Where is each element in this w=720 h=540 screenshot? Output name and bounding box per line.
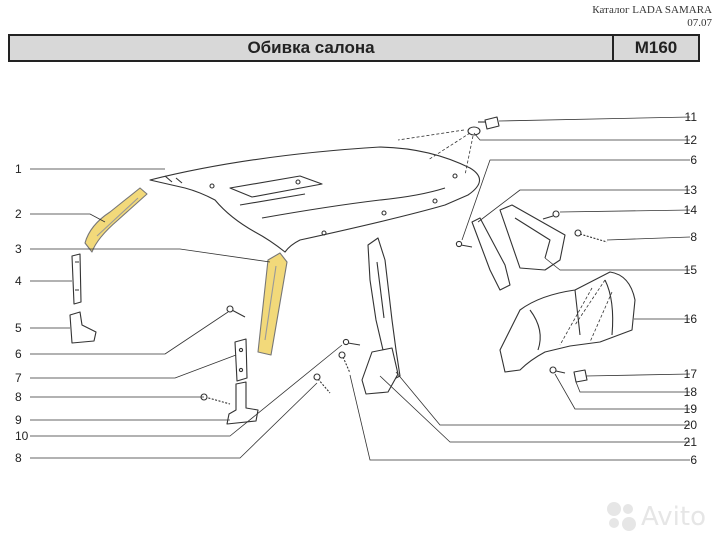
leader-lines <box>30 116 691 461</box>
screw-10 <box>313 373 331 394</box>
part-5-bracket <box>69 311 97 344</box>
part-2-pillar-trim <box>84 187 148 253</box>
callout-left-6: 6 <box>15 347 22 361</box>
screw-6-left <box>226 305 246 318</box>
callout-right-5: 14 <box>684 203 698 217</box>
avito-logo-icon <box>607 502 637 532</box>
part-15-trim <box>499 204 566 271</box>
avito-watermark: Avito <box>607 502 706 532</box>
part-11-clip <box>478 116 500 130</box>
callout-right-11: 19 <box>684 402 698 416</box>
callout-right-6: 8 <box>690 230 697 244</box>
callouts-right: 11 12 6 13 14 8 15 16 17 18 19 20 21 6 <box>684 110 698 467</box>
screw-6-mid <box>338 351 351 374</box>
part-4-bracket <box>71 253 82 305</box>
callout-right-3: 6 <box>690 153 697 167</box>
section-code: M160 <box>634 38 678 57</box>
part-16-wheel-arch <box>499 271 636 373</box>
catalog-name: Каталог LADA SAMARA <box>592 4 712 16</box>
callout-left-5: 5 <box>15 321 22 335</box>
callout-left-11: 8 <box>15 451 22 465</box>
b-pillar-trim <box>361 237 401 395</box>
callout-left-2: 2 <box>15 207 22 221</box>
screw-8-left <box>200 393 231 405</box>
part-17-clip <box>573 369 588 383</box>
screw-8-right <box>574 229 608 243</box>
screw-14 <box>542 210 560 220</box>
callout-right-13: 21 <box>684 435 698 449</box>
callout-left-9: 9 <box>15 413 22 427</box>
part-12-clip <box>467 126 481 136</box>
callout-left-8: 8 <box>15 390 22 404</box>
screw-mid-top <box>342 338 361 346</box>
part-9-bracket <box>226 381 259 425</box>
callout-left-10: 10 <box>15 429 29 443</box>
catalog-header: Каталог LADA SAMARA 07.07 <box>592 4 712 30</box>
part-13-trim <box>471 217 511 291</box>
callout-right-9: 17 <box>684 367 698 381</box>
callout-left-1: 1 <box>15 162 22 176</box>
page-title: Обивка салона <box>10 36 614 60</box>
part-7-bracket <box>234 338 248 382</box>
callout-left-3: 3 <box>15 242 22 256</box>
roof-headliner <box>149 146 481 253</box>
callout-left-7: 7 <box>15 371 22 385</box>
part-3-pillar-trim <box>257 252 288 356</box>
title-bar: Обивка салона M160 <box>8 34 700 62</box>
watermark-text: Avito <box>641 502 706 532</box>
callout-right-10: 18 <box>684 385 698 399</box>
callout-left-4: 4 <box>15 274 22 288</box>
callout-right-1: 11 <box>685 110 698 124</box>
screw-6-right <box>455 240 473 248</box>
callout-right-14: 6 <box>690 453 697 467</box>
callout-right-12: 20 <box>684 418 698 432</box>
part-19-screw <box>549 366 566 374</box>
catalog-date: 07.07 <box>687 17 712 29</box>
callouts-left: 1 2 3 4 5 6 7 8 9 10 8 <box>15 162 29 465</box>
callout-right-8: 16 <box>684 312 698 326</box>
callout-right-7: 15 <box>684 263 698 277</box>
callout-right-4: 13 <box>684 183 698 197</box>
callout-right-2: 12 <box>684 133 698 147</box>
